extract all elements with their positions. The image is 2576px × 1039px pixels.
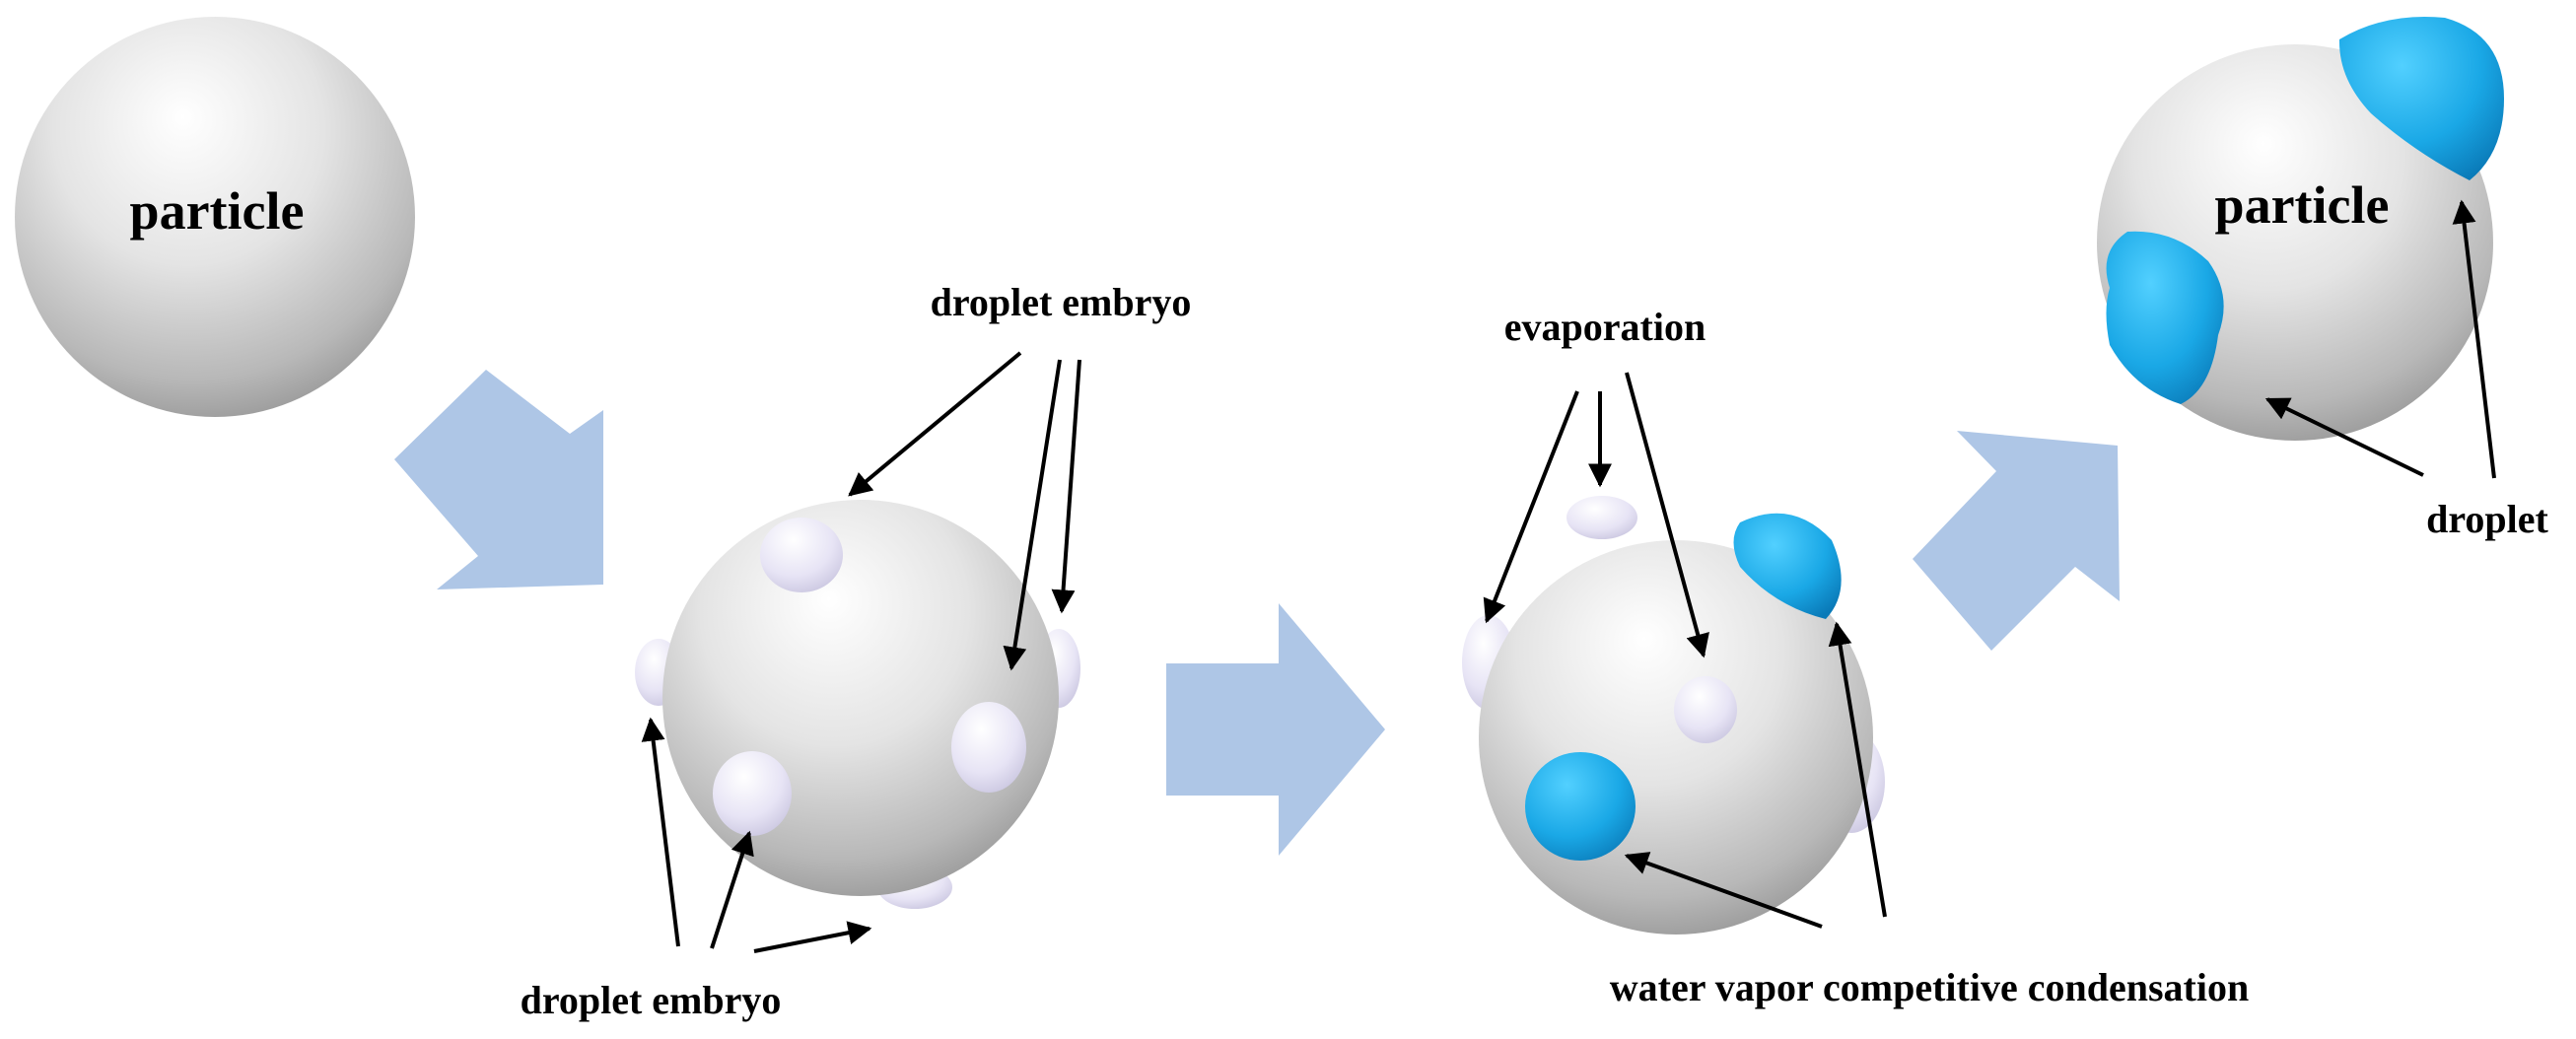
embryo-right — [951, 702, 1026, 793]
stage1-particle — [15, 17, 415, 417]
flow-arrow-1 — [394, 370, 603, 589]
pointer-embryo-lower-left — [710, 830, 754, 949]
stage4-droplet-label: droplet — [2426, 497, 2548, 541]
pointer-droplet-left — [2264, 397, 2424, 477]
stage1-group: particle — [15, 17, 415, 417]
droplet3-top-right — [1733, 513, 1842, 619]
embryo-top — [760, 518, 843, 592]
flow-arrow-2 — [1166, 603, 1385, 856]
stage2-bottom-label: droplet embryo — [521, 978, 782, 1022]
pointer-embryo-right — [1003, 359, 1062, 671]
stage1-particle-label: particle — [130, 181, 305, 241]
embryo-lower-left — [713, 751, 792, 836]
embryo3-center — [1674, 676, 1737, 743]
stage3-group: evaporation water vapor competitive cond… — [1462, 305, 2249, 1009]
pointer-cond-right — [1828, 621, 1887, 918]
pointer-evap-center — [1625, 372, 1709, 658]
pointer-embryo-top — [848, 351, 1022, 497]
stage4-group: particle droplet — [2097, 16, 2549, 541]
droplet3-bottom-left — [1525, 752, 1636, 861]
pointer-embryo-right-edge — [1051, 359, 1081, 614]
stage4-particle-label: particle — [2215, 175, 2390, 235]
pointer-droplet-top-right — [2452, 199, 2496, 479]
droplet4-left — [2106, 231, 2224, 404]
stage2-group: droplet embryo droplet embryo — [521, 280, 1192, 1022]
stage2-particle — [662, 500, 1059, 896]
embryo3-top — [1566, 496, 1637, 539]
stage2-top-label: droplet embryo — [931, 280, 1192, 324]
pointer-cond-left — [1624, 852, 1823, 929]
pointer-embryo-left-edge — [641, 717, 680, 947]
pointer-embryo-bottom — [753, 921, 872, 953]
stage3-bottom-label: water vapor competitive condensation — [1610, 965, 2249, 1009]
stage3-top-label: evaporation — [1504, 305, 1706, 349]
pointer-evap-left — [1483, 390, 1579, 624]
droplet4-top-right — [2338, 16, 2504, 180]
flow-arrow-3 — [1913, 431, 2120, 651]
